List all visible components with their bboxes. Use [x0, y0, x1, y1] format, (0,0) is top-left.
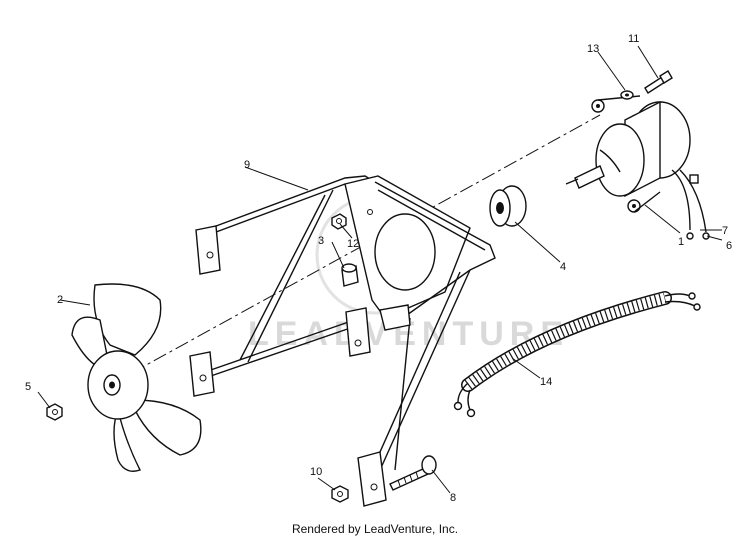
footer-credit: Rendered by LeadVenture, Inc. [291, 522, 459, 536]
label-part-4: 4 [560, 261, 566, 273]
fan [71, 283, 202, 472]
label-part-13: 13 [587, 43, 599, 55]
label-part-6: 6 [726, 240, 732, 252]
label-part-11: 11 [628, 33, 639, 45]
nut-10 [331, 485, 349, 503]
nut-12 [331, 213, 347, 230]
label-part-12: 12 [347, 238, 359, 250]
label-part-14: 14 [540, 376, 552, 388]
label-part-9: 9 [244, 159, 250, 171]
wire-harness [453, 291, 701, 418]
label-part-1: 1 [678, 236, 684, 248]
axis-line [109, 114, 601, 386]
washer-13 [620, 90, 634, 100]
label-part-7: 7 [722, 225, 728, 237]
hub [489, 185, 527, 227]
label-part-2: 2 [57, 294, 63, 306]
nut-5 [46, 403, 63, 421]
mounting-bracket [189, 175, 496, 507]
label-part-5: 5 [25, 381, 31, 393]
bolt-8 [389, 455, 437, 491]
label-part-3: 3 [318, 235, 324, 247]
label-part-10: 10 [310, 466, 322, 478]
screw-11 [644, 70, 673, 94]
leader-lines [37, 45, 723, 494]
spacer [341, 263, 359, 287]
label-part-8: 8 [450, 492, 456, 504]
motor [565, 95, 710, 240]
